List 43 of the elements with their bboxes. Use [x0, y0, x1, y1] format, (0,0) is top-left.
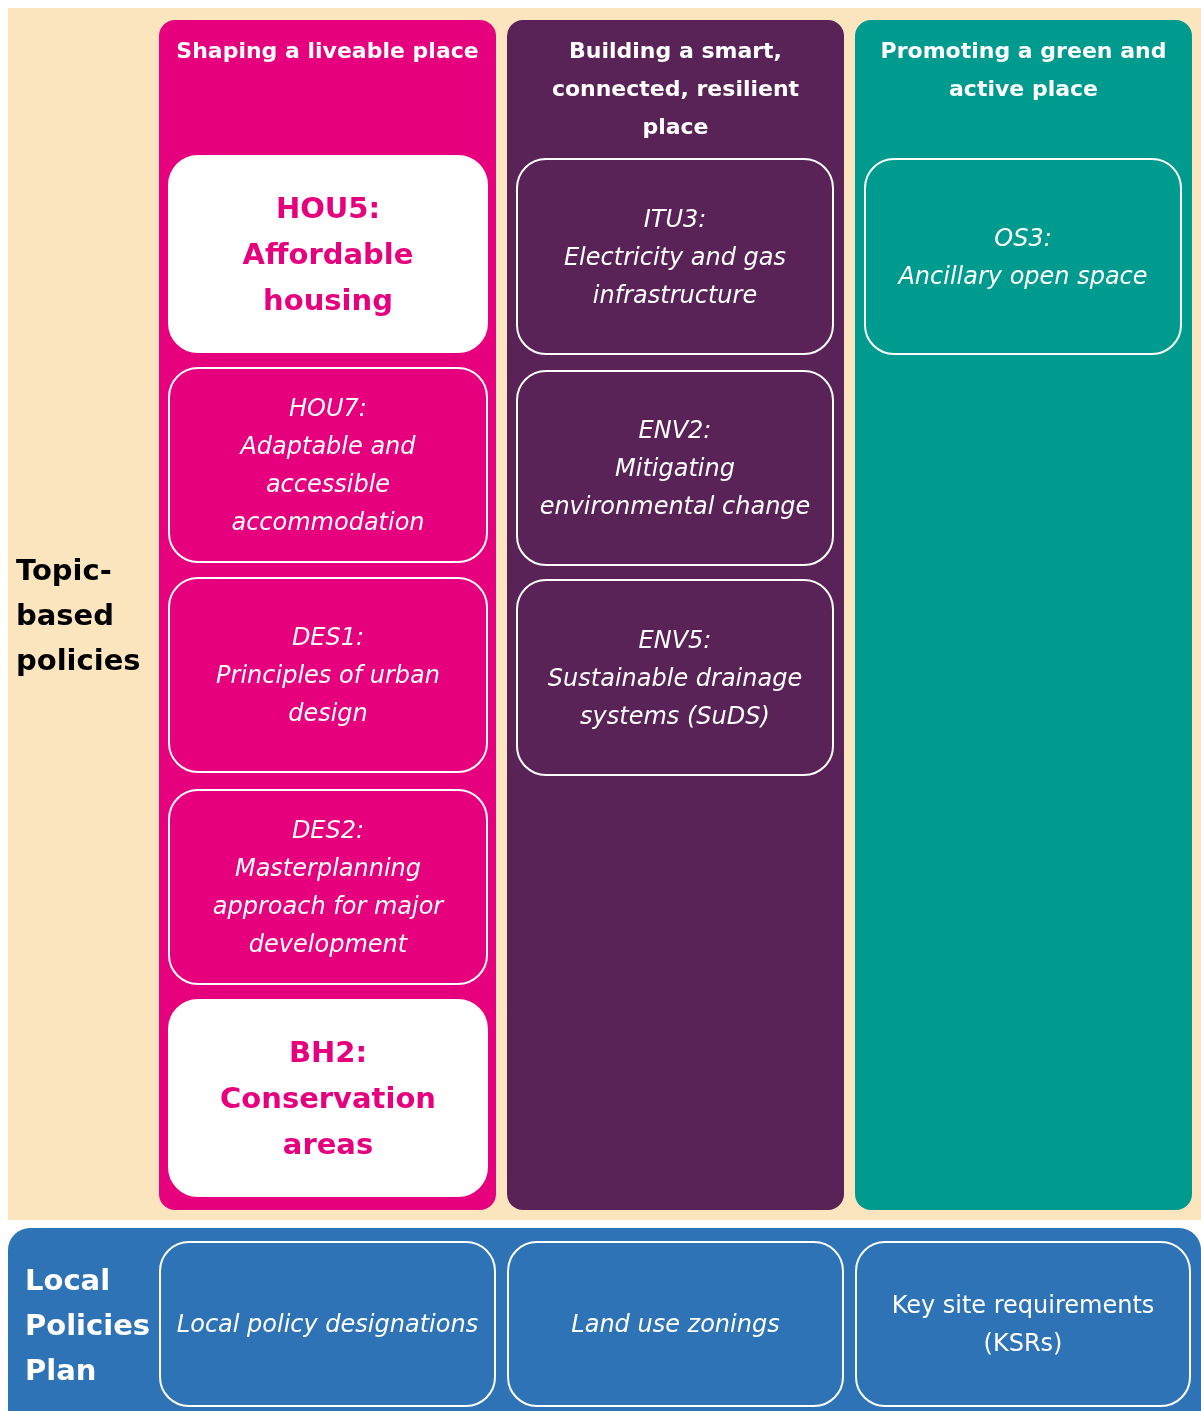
band-heading: Topic-based policies	[16, 552, 142, 679]
policy-code: OS3:	[994, 222, 1052, 254]
policy-code: DES2:	[291, 815, 365, 846]
policy-title: Electricity and gas infrastructure	[562, 241, 788, 311]
policy-card	[159, 1241, 496, 1407]
policy-title: Conservation areas	[219, 1080, 437, 1163]
policy-title: Adaptable and accessible accommodation	[230, 431, 426, 538]
policy-title: Land use zonings	[571, 1309, 780, 1340]
policy-card	[168, 577, 488, 773]
policy-card	[168, 367, 488, 563]
policy-title: Affordable housing	[241, 236, 415, 319]
policy-code: BH2:	[288, 1034, 368, 1071]
policy-card	[855, 1241, 1191, 1407]
policy-card	[168, 999, 488, 1197]
band-background	[8, 1228, 1201, 1411]
policy-card	[516, 579, 834, 776]
policy-code: ENV2:	[638, 415, 712, 446]
policy-title: Masterplanning approach for major development	[211, 853, 446, 960]
policy-code: DES1:	[291, 622, 365, 653]
column-heading: Promoting a green and active place	[879, 37, 1168, 103]
policy-title: Principles of urban design	[215, 660, 441, 729]
policy-title: Ancillary open space	[898, 260, 1148, 292]
policy-card	[516, 370, 834, 566]
policy-code: ITU3:	[643, 203, 707, 235]
theme-column	[507, 20, 844, 1210]
policy-title: Local policy designations	[176, 1309, 479, 1340]
policy-code: HOU5:	[275, 190, 381, 227]
band-background	[8, 8, 1201, 1220]
column-heading: Building a smart, connected, resilient place	[550, 37, 801, 141]
policy-code: ENV5:	[638, 624, 712, 656]
policy-title: Mitigating environmental change	[538, 453, 812, 522]
policy-title: Key site requirements (KSRs)	[890, 1290, 1156, 1359]
policy-card	[168, 789, 488, 985]
policy-card	[168, 155, 488, 353]
column-heading: Shaping a liveable place	[175, 37, 480, 65]
policy-title: Sustainable drainage systems (SuDS)	[546, 662, 804, 732]
band-heading: Local Policies Plan	[25, 1262, 152, 1389]
theme-column	[159, 20, 496, 1210]
policy-card	[507, 1241, 844, 1407]
policy-card	[516, 158, 834, 355]
policy-card	[864, 158, 1182, 355]
theme-column	[855, 20, 1192, 1210]
policy-code: HOU7:	[289, 393, 367, 424]
